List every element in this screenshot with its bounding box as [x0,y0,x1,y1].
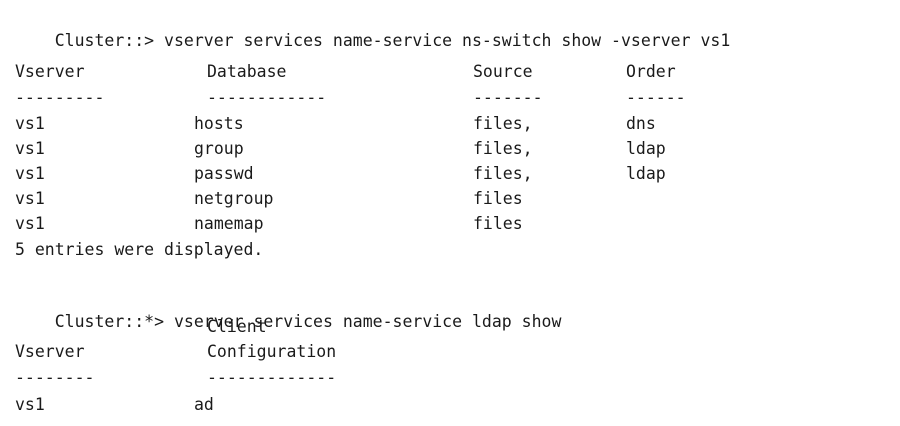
column-header-vserver: Vserver [15,342,85,361]
prompt: Cluster::*> [54,312,165,331]
cell-source: files [473,189,523,208]
column-separator: ------- [473,88,543,107]
cell-database: netgroup [194,189,274,208]
prompt: Cluster::> [54,31,155,50]
column-separator: --------- [15,88,105,107]
column-header-client-top: Client [207,317,267,336]
column-separator: -------- [15,368,95,387]
cell-source: files, [473,139,533,158]
cell-vserver: vs1 [15,114,45,133]
column-header-source: Source [473,62,533,81]
cell-database: hosts [194,114,244,133]
cell-order: ldap [626,139,666,158]
cell-database: passwd [194,164,254,183]
cell-order: ldap [626,164,666,183]
command-line-1: Cluster::> vserver services name-service… [15,11,731,50]
column-separator: ------ [626,88,686,107]
cell-vserver: vs1 [15,189,45,208]
entries-count-footer: 5 entries were displayed. [15,240,264,259]
cell-source: files, [473,114,533,133]
cell-vserver: vs1 [15,395,45,414]
cell-vserver: vs1 [15,139,45,158]
column-header-order: Order [626,62,676,81]
column-separator: ------------ [207,88,327,107]
command-text: vserver services name-service ldap show [173,312,562,331]
column-separator: ------------- [207,368,337,387]
column-header-configuration: Configuration [207,342,337,361]
cell-vserver: vs1 [15,164,45,183]
command-text: vserver services name-service ns-switch … [164,31,731,50]
cell-order: dns [626,114,656,133]
column-header-vserver: Vserver [15,62,85,81]
column-header-database: Database [207,62,287,81]
command-line-2: Cluster::*> vserver services name-servic… [15,292,562,331]
cell-source: files, [473,164,533,183]
cell-database: group [194,139,244,158]
cell-source: files [473,214,523,233]
cell-vserver: vs1 [15,214,45,233]
cell-database: namemap [194,214,264,233]
cell-client-configuration: ad [194,395,214,414]
